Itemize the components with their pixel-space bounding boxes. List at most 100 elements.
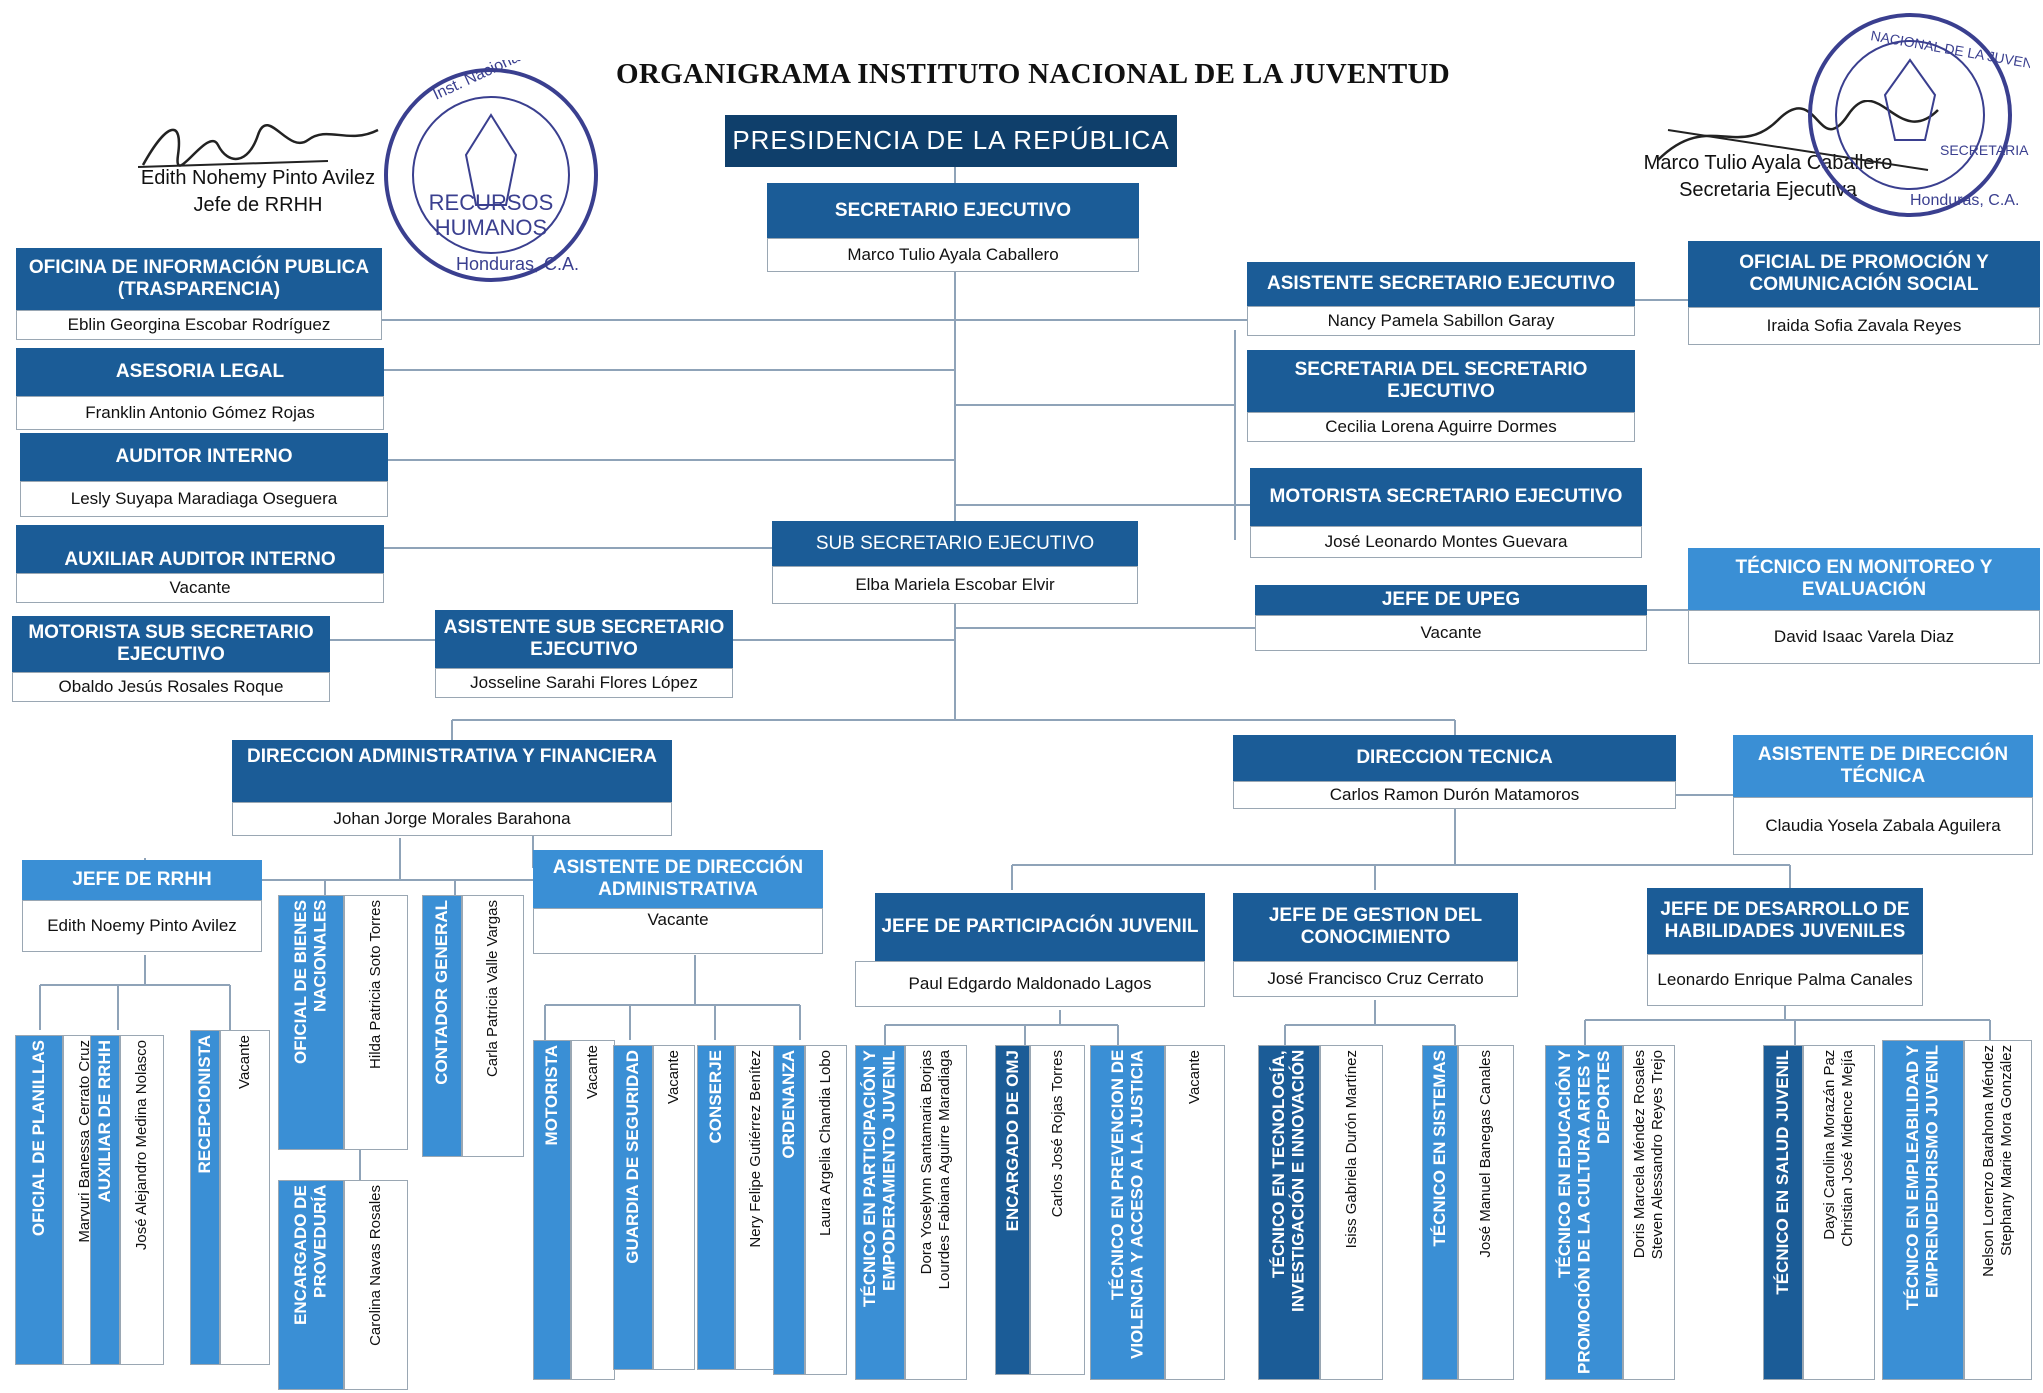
unit-name: Dora Yoselynn Santamaria Borjas Lourdes … xyxy=(905,1045,967,1380)
svg-text:NACIONAL DE LA JUVENTUD: NACIONAL DE LA JUVENTUD xyxy=(1869,27,2030,76)
node-name: Lesly Suyapa Maradiaga Oseguera xyxy=(20,481,388,517)
node-direccion-administrativa: DIRECCION ADMINISTRATIVA Y FINANCIERA Jo… xyxy=(232,740,672,836)
node-name: Vacante xyxy=(1255,615,1647,651)
node-title: JEFE DE PARTICIPACIÓN JUVENIL xyxy=(875,893,1205,961)
seal-icon: SECRETARIA NACIONAL DE LA JUVENTUD Hondu… xyxy=(1808,13,2043,217)
hr-stamp: RECURSOS HUMANOS Inst. Nacional de la Ju… xyxy=(376,1,624,295)
unit-title: TÉCNICO EN EMPLEABILIDAD Y EMPRENDEDURIS… xyxy=(1882,1040,1964,1380)
node-title: JEFE DE GESTION DEL CONOCIMIENTO xyxy=(1233,893,1518,961)
node-direccion-tecnica: DIRECCION TECNICA Carlos Ramon Durón Mat… xyxy=(1233,735,1676,809)
unit-proveduria: ENCARGADO DE PROVEDURÍA Carolina Navas R… xyxy=(278,1180,408,1390)
node-secretario-ejecutivo: SECRETARIO EJECUTIVO Marco Tulio Ayala C… xyxy=(767,183,1139,272)
node-motorista-sub: MOTORISTA SUB SECRETARIO EJECUTIVO Obald… xyxy=(12,616,330,702)
unit-name: Vacante xyxy=(653,1045,695,1370)
node-oficina-informacion: OFICINA DE INFORMACIÓN PUBLICA (TRASPARE… xyxy=(16,248,382,340)
node-title: JEFE DE DESARROLLO DE HABILIDADES JUVENI… xyxy=(1647,888,1923,954)
node-name: Josseline Sarahi Flores López xyxy=(435,668,733,698)
unit-title: TÉCNICO EN SALUD JUVENIL xyxy=(1763,1045,1803,1380)
node-jefe-upeg: JEFE DE UPEG Vacante xyxy=(1255,585,1647,651)
unit-title: TÉCNICO EN TECNOLOGÍA, INVESTIGACIÓN E I… xyxy=(1258,1045,1320,1380)
node-motorista-secretario: MOTORISTA SECRETARIO EJECUTIVO José Leon… xyxy=(1250,468,1642,558)
unit-name: José Manuel Banegas Canales xyxy=(1458,1045,1514,1380)
unit-title: GUARDIA DE SEGURIDAD xyxy=(613,1045,653,1370)
node-title: TÉCNICO EN MONITOREO Y EVALUACIÓN xyxy=(1688,548,2040,610)
node-title: SECRETARIA DEL SECRETARIO EJECUTIVO xyxy=(1247,350,1635,412)
node-name: Claudia Yosela Zabala Aguilera xyxy=(1733,797,2033,855)
node-title: JEFE DE RRHH xyxy=(22,860,262,900)
unit-name: Daysi Carolina Morazán Paz Christian Jos… xyxy=(1803,1045,1875,1380)
node-title: AUXILIAR AUDITOR INTERNO xyxy=(16,525,384,573)
unit-name: Carlos José Rojas Torres xyxy=(1030,1045,1085,1375)
node-asistente-secretario: ASISTENTE SECRETARIO EJECUTIVO Nancy Pam… xyxy=(1247,262,1635,336)
unit-tecnico-tecnologia: TÉCNICO EN TECNOLOGÍA, INVESTIGACIÓN E I… xyxy=(1258,1045,1383,1380)
unit-name: Vacante xyxy=(1165,1045,1225,1380)
node-asistente-direccion-tecnica: ASISTENTE DE DIRECCIÓN TÉCNICA Claudia Y… xyxy=(1733,735,2033,855)
node-title: ASISTENTE DE DIRECCIÓN ADMINISTRATIVA xyxy=(533,850,823,908)
node-title: SUB SECRETARIO EJECUTIVO xyxy=(772,521,1138,566)
unit-title: CONSERJE xyxy=(697,1045,735,1370)
node-title: MOTORISTA SECRETARIO EJECUTIVO xyxy=(1250,468,1642,526)
node-secretaria-secretario: SECRETARIA DEL SECRETARIO EJECUTIVO Ceci… xyxy=(1247,350,1635,442)
unit-title: OFICIAL DE PLANILLAS xyxy=(15,1035,63,1365)
node-name: José Francisco Cruz Cerrato xyxy=(1233,961,1518,997)
unit-title: TÉCNICO EN EDUCACIÓN Y PROMOCIÓN DE LA C… xyxy=(1545,1045,1623,1380)
svg-text:RECURSOS: RECURSOS xyxy=(429,190,554,215)
node-title: PRESIDENCIA DE LA REPÚBLICA xyxy=(725,115,1177,167)
node-name: José Leonardo Montes Guevara xyxy=(1250,526,1642,558)
unit-name: Isiss Gabriela Durón Martínez xyxy=(1320,1045,1383,1380)
page-title: ORGANIGRAMA INSTITUTO NACIONAL DE LA JUV… xyxy=(616,58,1450,90)
unit-name: Vacante xyxy=(571,1040,615,1380)
unit-title: MOTORISTA xyxy=(533,1040,571,1380)
unit-name: Hilda Patricia Soto Torres xyxy=(344,895,408,1150)
unit-tecnico-prevencion: TÉCNICO EN PREVENCION DE VIOLENCIA Y ACC… xyxy=(1090,1045,1225,1380)
node-name: Marco Tulio Ayala Caballero xyxy=(767,238,1139,272)
unit-contador: CONTADOR GENERAL Carla Patricia Valle Va… xyxy=(422,895,532,1157)
unit-name: Carolina Navas Rosales xyxy=(344,1180,408,1390)
node-title: ASISTENTE DE DIRECCIÓN TÉCNICA xyxy=(1733,735,2033,797)
node-jefe-gestion: JEFE DE GESTION DEL CONOCIMIENTO José Fr… xyxy=(1233,893,1518,997)
unit-tecnico-salud: TÉCNICO EN SALUD JUVENIL Daysi Carolina … xyxy=(1763,1045,1875,1380)
node-name: Elba Mariela Escobar Elvir xyxy=(772,566,1138,604)
unit-name: Laura Argelia Chandia Lobo xyxy=(805,1045,847,1375)
unit-title: TÉCNICO EN SISTEMAS xyxy=(1422,1045,1458,1380)
node-jefe-rrhh: JEFE DE RRHH Edith Noemy Pinto Avilez xyxy=(22,860,262,952)
unit-title: TÉCNICO EN PREVENCION DE VIOLENCIA Y ACC… xyxy=(1090,1045,1165,1380)
node-title: ASISTENTE SECRETARIO EJECUTIVO xyxy=(1247,262,1635,306)
unit-title: TÉCNICO EN PARTICIPACIÓN Y EMPODERAMIENT… xyxy=(855,1045,905,1380)
svg-text:HUMANOS: HUMANOS xyxy=(435,215,547,240)
node-subsecretario: SUB SECRETARIO EJECUTIVO Elba Mariela Es… xyxy=(772,521,1138,604)
unit-title: OFICIAL DE BIENES NACIONALES xyxy=(278,895,344,1150)
node-tecnico-monitoreo: TÉCNICO EN MONITOREO Y EVALUACIÓN David … xyxy=(1688,548,2040,664)
unit-auxiliar-rrhh: AUXILIAR DE RRHH José Alejandro Medina N… xyxy=(90,1035,190,1365)
unit-title: RECEPCIONISTA xyxy=(190,1030,220,1365)
node-name: Paul Edgardo Maldonado Lagos xyxy=(855,961,1205,1007)
node-name: Iraida Sofia Zavala Reyes xyxy=(1688,307,2040,345)
node-title: OFICIAL DE PROMOCIÓN Y COMUNICACIÓN SOCI… xyxy=(1688,241,2040,307)
node-asesoria-legal: ASESORIA LEGAL Franklin Antonio Gómez Ro… xyxy=(16,348,384,430)
node-name: Carlos Ramon Durón Matamoros xyxy=(1233,781,1676,809)
unit-recepcionista: RECEPCIONISTA Vacante xyxy=(190,1030,290,1365)
node-auditor-interno: AUDITOR INTERNO Lesly Suyapa Maradiaga O… xyxy=(20,433,388,517)
unit-name: Carla Patricia Valle Vargas xyxy=(462,895,524,1157)
seal-icon: RECURSOS HUMANOS Inst. Nacional de la Ju… xyxy=(384,1,624,282)
unit-title: ORDENANZA xyxy=(773,1045,805,1375)
node-name: Vacante xyxy=(533,908,823,954)
node-asistente-direccion-administrativa: ASISTENTE DE DIRECCIÓN ADMINISTRATIVA Va… xyxy=(533,850,823,954)
node-oficial-promocion: OFICIAL DE PROMOCIÓN Y COMUNICACIÓN SOCI… xyxy=(1688,241,2040,345)
unit-motorista: MOTORISTA Vacante xyxy=(533,1040,615,1380)
signature-left: Edith Nohemy Pinto Avilez Jefe de RRHH xyxy=(108,124,408,219)
unit-ordenanza: ORDENANZA Laura Argelia Chandia Lobo xyxy=(773,1045,847,1375)
signature-right: Marco Tulio Ayala Caballero Secretaria E… xyxy=(1608,100,1939,204)
node-title: ASESORIA LEGAL xyxy=(16,348,384,396)
unit-title: AUXILIAR DE RRHH xyxy=(90,1035,120,1365)
node-jefe-participacion: JEFE DE PARTICIPACIÓN JUVENIL Paul Edgar… xyxy=(855,893,1205,1007)
node-title: AUDITOR INTERNO xyxy=(20,433,388,481)
unit-encargado-omj: ENCARGADO DE OMJ Carlos José Rojas Torre… xyxy=(995,1045,1087,1375)
signature-right-name: Marco Tulio Ayala Caballero xyxy=(1643,152,1893,174)
node-name: Vacante xyxy=(16,573,384,603)
svg-text:SECRETARIA: SECRETARIA xyxy=(1940,142,2029,158)
unit-name: Vacante xyxy=(220,1030,270,1365)
node-name: Nancy Pamela Sabillon Garay xyxy=(1247,306,1635,336)
